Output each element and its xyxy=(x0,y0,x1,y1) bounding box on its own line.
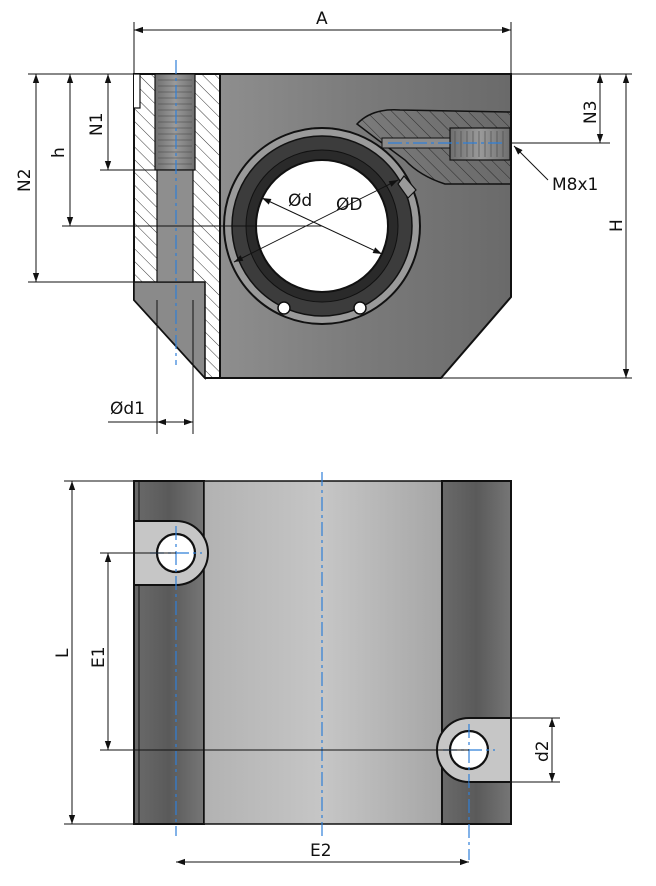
label-E1: E1 xyxy=(89,646,109,668)
front-view: Ød ØD xyxy=(133,60,512,380)
plan-view xyxy=(133,472,512,860)
label-H: H xyxy=(607,219,627,232)
ring-slot xyxy=(397,175,417,199)
lube-port-thread xyxy=(449,127,511,161)
label-L: L xyxy=(53,648,73,658)
label-d-outer: ØD xyxy=(336,195,362,215)
label-d-inner: Ød xyxy=(288,191,312,211)
label-d2: d2 xyxy=(533,740,553,762)
label-N1: N1 xyxy=(87,112,107,136)
label-thread: M8x1 xyxy=(552,175,598,195)
retaining-hole-right xyxy=(353,301,367,315)
label-A: A xyxy=(316,9,328,29)
front-view-dimensions: A N2 h N1 N3 H M8x1 Ød1 xyxy=(15,9,632,434)
step-notch xyxy=(134,73,141,109)
plan-view-dimensions: L E1 E2 d2 xyxy=(53,480,560,866)
plan-center-band xyxy=(203,480,443,825)
retaining-hole-left xyxy=(277,301,291,315)
thread-lines xyxy=(158,79,192,165)
port-thread-lines xyxy=(454,131,504,157)
label-N3: N3 xyxy=(581,100,601,124)
label-h: h xyxy=(49,147,69,158)
mounting-bore xyxy=(133,281,206,380)
label-E2: E2 xyxy=(310,841,332,861)
label-N2: N2 xyxy=(15,168,35,192)
label-d1: Ød1 xyxy=(110,399,145,419)
